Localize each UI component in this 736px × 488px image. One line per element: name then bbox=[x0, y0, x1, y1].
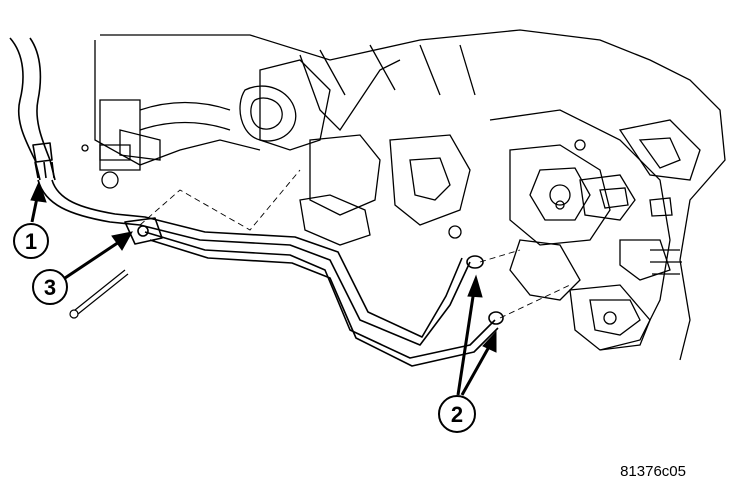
bolt-icon bbox=[69, 269, 129, 319]
callout-3-label: 3 bbox=[44, 275, 56, 300]
dashed-leader-lines bbox=[139, 169, 571, 319]
engine-assembly bbox=[81, 29, 726, 361]
callout-1-label: 1 bbox=[25, 229, 37, 254]
callout-1: 1 bbox=[13, 223, 49, 259]
callout-2: 2 bbox=[438, 395, 476, 433]
callout-2-label: 2 bbox=[451, 402, 463, 427]
cooler-lines bbox=[9, 37, 504, 367]
callout-3: 3 bbox=[32, 269, 68, 305]
figure-code: 81376c05 bbox=[620, 463, 686, 480]
callout-arrows bbox=[30, 180, 497, 396]
